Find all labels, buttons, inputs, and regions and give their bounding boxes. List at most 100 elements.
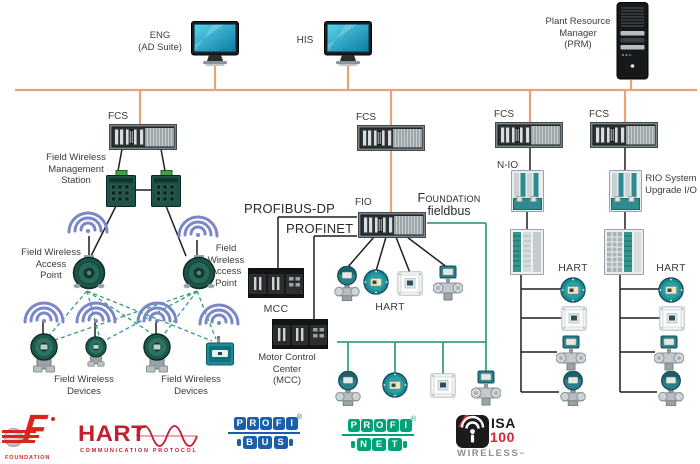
profibus-registered-mark: ® <box>296 414 302 421</box>
foundation-logo-stripe <box>2 435 39 438</box>
foundation-fieldbus-logo: F FOUNDATION <box>2 408 132 463</box>
fcs3-rack-icon <box>495 122 563 148</box>
profinet-letter-tile: F <box>387 419 399 432</box>
wifi-signal-icon-d1 <box>23 301 65 324</box>
profinet-letter-tile: I <box>400 419 412 432</box>
profinet-letter-tile: N <box>356 437 371 451</box>
wired-links <box>42 148 660 393</box>
foundation-logo-stripe <box>2 440 35 443</box>
round-transmitter-icon-hart1 <box>363 269 389 295</box>
wifi-signal-icon-ap1 <box>67 211 109 234</box>
profibus-logo: ® P R O F I B U S <box>228 414 304 456</box>
field-indicator-icon-nio <box>561 306 587 331</box>
profibus-letter-tile: U <box>258 435 272 449</box>
nio-label: N-IO <box>497 160 519 171</box>
prm-server-label: Plant Resource Manager (PRM) <box>545 16 611 51</box>
isa100-logo-isa-text: ISA <box>491 415 516 431</box>
field-wireless-management-station-label: Field Wireless Management Station <box>46 152 106 187</box>
field-wireless-access-point-label-left: Field Wireless Access Point <box>21 247 81 282</box>
fcs-label-4: FCS <box>589 109 609 120</box>
eng-workstation-label: ENG (AD Suite) <box>138 30 182 53</box>
profibus-logo-row2: B U S <box>237 435 293 449</box>
wireless-transmitter-icon-2 <box>85 336 107 367</box>
mcc-rack-icon <box>248 268 304 299</box>
isa100-trademark: ™ <box>519 452 525 458</box>
nio-module-icon-upper <box>511 170 544 212</box>
foundation-logo-stripe <box>2 430 36 433</box>
fcs-label-3: FCS <box>494 109 514 120</box>
isa100-wireless-word: WIRELESS <box>457 448 520 459</box>
profinet-label: PROFINET <box>286 221 354 236</box>
nio-module-icon-lower <box>510 229 544 275</box>
eng-monitor-icon <box>191 21 239 67</box>
field-indicator-icon-ff <box>430 373 456 398</box>
pressure-transmitter-icon-nio <box>560 371 586 407</box>
field-wireless-devices-label-left: Field Wireless Devices <box>54 374 114 397</box>
pressure-transmitter-icon-rio <box>658 371 684 407</box>
pressure-transmitter-icon-ff <box>335 371 361 407</box>
profibus-logo-row1: P R O F I <box>234 417 298 430</box>
foundation-fieldbus-links <box>337 222 487 375</box>
vortex-flowmeter-icon-ff <box>471 370 501 406</box>
wireless-transmitter-icon-3 <box>143 333 171 373</box>
fieldbus-word: fieldbus <box>427 204 471 218</box>
hart-protocol-logo: HART COMMUNICATION PROTOCOL <box>78 421 208 461</box>
field-indicator-icon-hart1 <box>397 271 423 296</box>
hart-logo-subtitle: COMMUNICATION PROTOCOL <box>80 448 198 454</box>
management-switch-icon-2 <box>151 170 181 207</box>
foundation-logo-letter: F <box>20 408 49 450</box>
profinet-connector-nub <box>351 440 355 448</box>
foundation-fieldbus-label: Foundation fieldbus <box>410 191 488 218</box>
isa100-wifi-i-icon <box>458 415 485 443</box>
profinet-registered-mark: ® <box>410 416 416 423</box>
profibus-letter-tile: I <box>286 417 298 430</box>
wireless-transmitter-icon-1 <box>30 333 58 373</box>
profibus-logo-bus-bar <box>228 431 300 435</box>
profibus-dp-label: PROFIBUS-DP <box>244 201 336 216</box>
motor-control-center-rack-icon <box>272 319 328 350</box>
fcs-label-2: FCS <box>356 112 376 123</box>
isa100-logo-100-text: 100 <box>490 429 515 445</box>
prm-tower-server-icon <box>616 2 649 80</box>
round-transmitter-icon-nio <box>560 277 586 303</box>
profinet-letter-tile: R <box>361 419 373 432</box>
profinet-logo: ® P R O F I N E T <box>342 416 418 458</box>
field-wireless-devices-label-right: Field Wireless Devices <box>161 374 221 397</box>
profinet-logo-bus-bar <box>342 433 414 437</box>
profinet-logo-row1: P R O F I <box>348 419 412 432</box>
wifi-signal-icon-ap2 <box>177 215 219 238</box>
vortex-flowmeter-icon-nio <box>556 335 586 371</box>
field-indicator-icon-rio <box>659 306 685 331</box>
fcs2-rack-icon <box>357 125 425 151</box>
pressure-transmitter-icon-hart1 <box>334 266 360 302</box>
foundation-logo-text: FOUNDATION <box>5 455 51 461</box>
rio-system-label: RIO System Upgrade I/O <box>645 173 697 196</box>
foundation-logo-reg-dot <box>51 417 55 421</box>
profibus-letter-tile: P <box>234 417 246 430</box>
rio-module-icon-upper <box>609 170 642 212</box>
his-workstation-label: HIS <box>296 35 314 46</box>
wireless-mesh-links <box>47 290 217 342</box>
round-transmitter-icon-ff <box>382 372 408 398</box>
hart-label-fio: HART <box>375 301 405 313</box>
profinet-connector-nub <box>403 440 407 448</box>
isa100-logo-wireless-text: WIRELESS™ <box>457 448 524 459</box>
isa100-wireless-logo: ISA 100 WIRELESS™ <box>455 414 525 460</box>
profibus-letter-tile: O <box>260 417 272 430</box>
motor-control-center-label: Motor Control Center (MCC) <box>258 352 316 387</box>
isa100-badge-icon <box>456 415 489 448</box>
wifi-signal-icon-d4 <box>198 303 240 326</box>
profinet-letter-tile: O <box>374 419 386 432</box>
profinet-letter-tile: T <box>387 437 402 451</box>
fcs1-rack-icon <box>109 124 177 150</box>
hart-label-rio: HART <box>656 262 686 274</box>
control-bus-lines <box>15 66 697 212</box>
field-wireless-access-point-label-right: Field Wireless Access Point <box>207 243 245 289</box>
profibus-letter-tile: S <box>273 435 288 449</box>
profibus-letter-tile: B <box>242 435 257 449</box>
vortex-flowmeter-icon-hart1 <box>433 265 463 301</box>
round-transmitter-icon-rio <box>658 277 684 303</box>
profibus-connector-nub <box>237 438 241 446</box>
hart-label-nio: HART <box>558 262 588 274</box>
profinet-logo-row2: N E T <box>351 437 407 451</box>
